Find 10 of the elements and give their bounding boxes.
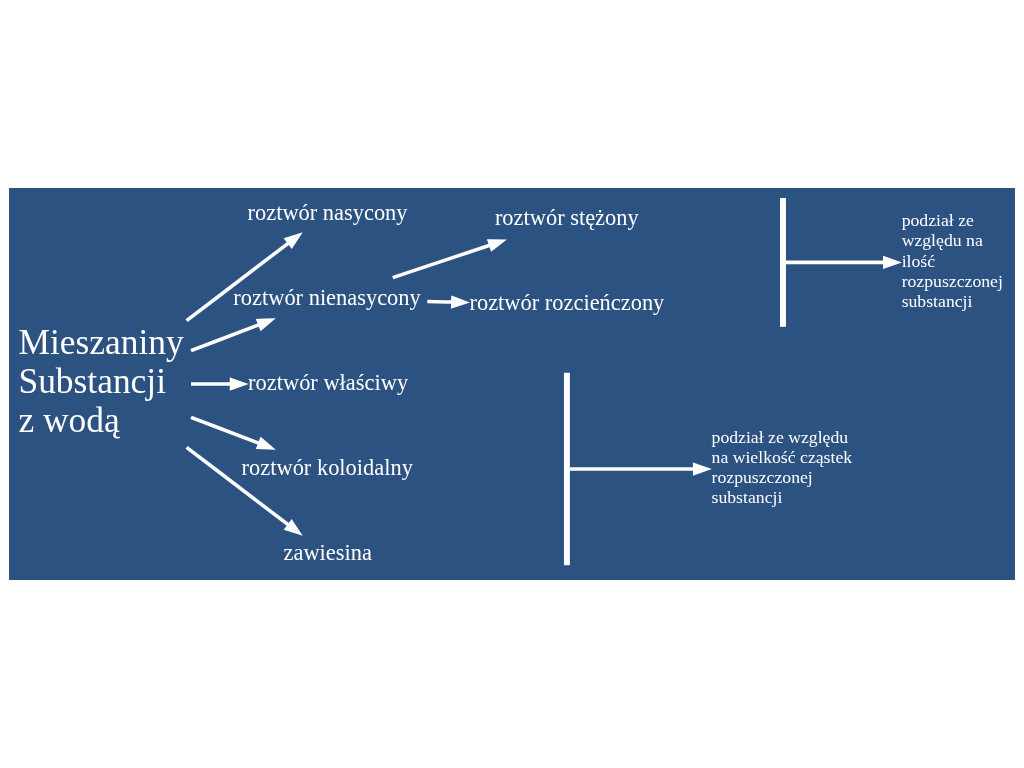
node-text: roztwór nienasycony (233, 284, 421, 310)
node-text: roztwór rozcieńczony (469, 290, 665, 316)
node-text: Mieszaniny Substancji z wodą (18, 321, 184, 440)
node-text: roztwór właściwy (248, 369, 409, 395)
node-text: podział ze względu na ilość rozpuszczonej substancji (901, 210, 1003, 311)
node-text: podział ze względu na wielkość cząstek rozpuszczonej substancji (711, 427, 853, 508)
node-text: roztwór nasycony (247, 199, 408, 225)
node-text: roztwór koloidalny (241, 454, 413, 480)
node-text: roztwór stężony (494, 205, 639, 231)
node-text: zawiesina (283, 539, 372, 565)
